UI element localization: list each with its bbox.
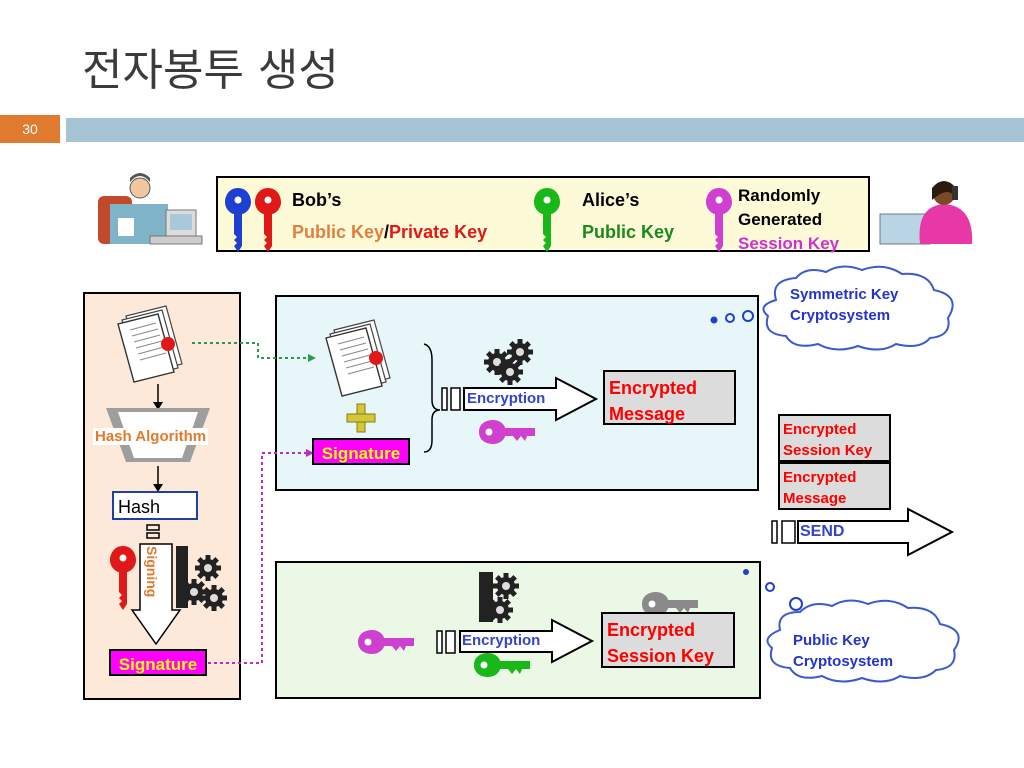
alice-person-icon xyxy=(879,181,973,245)
random-label-line1: Randomly xyxy=(738,186,821,205)
random-label-line2: Generated xyxy=(738,210,823,229)
encrypted-session-key-box: Encrypted Session Key xyxy=(601,612,735,668)
alice-keys-title: Alice’s xyxy=(582,190,640,210)
bob-private-key-icon xyxy=(110,546,136,610)
public-key-cloud-label: Public Key Cryptosystem xyxy=(793,632,894,670)
bob-keys-title: Bob’s xyxy=(292,190,342,210)
public-key-cloud xyxy=(766,599,960,683)
bob-keys-labels: Public Key/Private Key xyxy=(292,222,488,242)
bob-public-key-label: Public Key xyxy=(292,222,385,242)
encryption-arrow xyxy=(459,618,595,664)
bundle-encrypted-session-key: Encrypted Session Key xyxy=(778,414,891,462)
bob-private-key-label: Private Key xyxy=(389,222,488,242)
session-key-icon xyxy=(479,420,535,444)
gears-icon xyxy=(484,339,533,385)
bracket xyxy=(423,343,441,453)
encryption-arrow xyxy=(463,376,599,422)
hash-box: Hash xyxy=(112,491,198,520)
bob-public-key-icon xyxy=(225,188,251,252)
signature-box: Signature xyxy=(312,438,410,465)
plus-icon xyxy=(346,403,376,433)
bundle-encrypted-message: Encrypted Message xyxy=(778,462,891,510)
gears-icon xyxy=(479,572,519,623)
seal-icon xyxy=(161,337,175,351)
alice-public-key-label: Public Key xyxy=(582,222,675,242)
signature-connector xyxy=(208,452,308,664)
session-key-icon xyxy=(358,630,414,654)
session-key-label: Session Key xyxy=(738,234,840,253)
signing-label: Signing xyxy=(144,546,160,598)
session-key-icon xyxy=(706,188,732,252)
signing-arrow xyxy=(130,543,182,646)
bob-private-key-icon xyxy=(255,188,281,252)
send-arrow xyxy=(797,507,955,557)
alice-public-key-icon xyxy=(474,653,530,677)
header-bar xyxy=(66,118,1024,142)
symmetric-cloud xyxy=(762,265,954,351)
send-label: SEND xyxy=(800,523,845,540)
hash-algorithm-label: Hash Algorithm xyxy=(93,428,209,445)
encryption-label: Encryption xyxy=(467,390,546,407)
slide-number: 30 xyxy=(0,115,60,143)
alice-public-key-icon xyxy=(534,188,560,252)
encrypted-message-box: Encrypted Message xyxy=(603,370,736,425)
gears-icon xyxy=(176,546,227,611)
document-connector xyxy=(192,342,310,359)
encryption-label: Encryption xyxy=(462,632,541,649)
signature-box: Signature xyxy=(109,649,207,676)
bob-person-icon xyxy=(98,173,203,245)
page-title: 전자봉투 생성 xyxy=(82,45,339,96)
symmetric-cloud-label: Symmetric Key Cryptosystem xyxy=(790,286,899,324)
